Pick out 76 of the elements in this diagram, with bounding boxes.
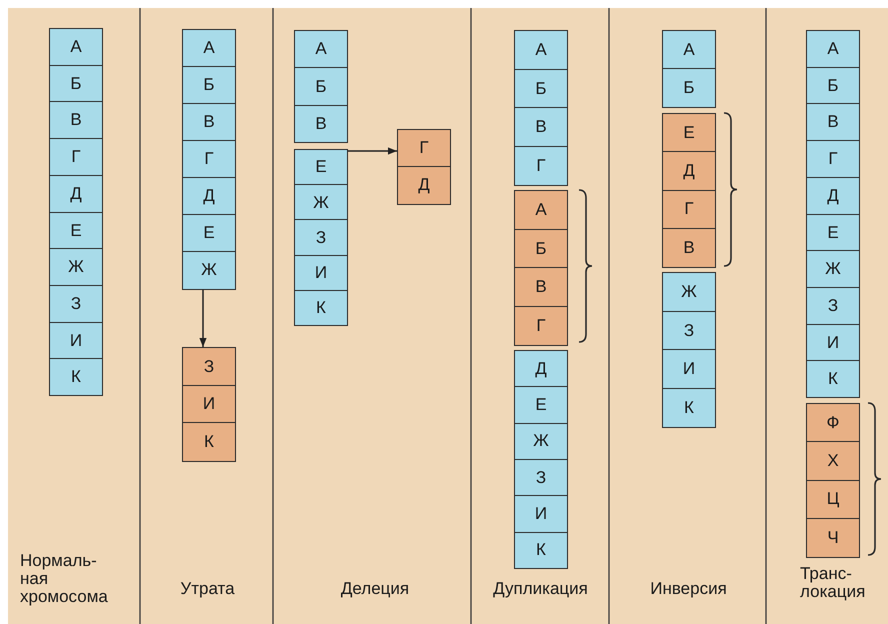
gene-segment: З xyxy=(662,310,716,350)
gene-segment: В xyxy=(662,228,716,268)
column-caption: Делеция xyxy=(340,580,410,598)
gene-segment: К xyxy=(514,532,568,570)
gene-segment: И xyxy=(806,324,860,362)
gene-segment: Г xyxy=(662,190,716,230)
gene-segment: В xyxy=(514,107,568,147)
gene-segment: К xyxy=(806,360,860,398)
gene-segment: Б xyxy=(514,228,568,268)
gene-segment: Ж xyxy=(182,251,236,290)
gene-segment: З xyxy=(182,347,236,386)
gene-segment: Д xyxy=(49,174,103,213)
gene-segment: А xyxy=(49,28,103,66)
gene-segment: А xyxy=(514,190,568,230)
gene-segment: А xyxy=(182,29,236,68)
gene-segment: К xyxy=(49,358,103,396)
gene-segment: Е xyxy=(182,214,236,252)
gene-segment: Д xyxy=(397,166,451,204)
gene-segment: Б xyxy=(49,64,103,103)
gene-segment: Б xyxy=(182,66,236,104)
gene-segment: З xyxy=(806,286,860,326)
gene-segment: И xyxy=(294,254,348,292)
column-caption: Утрата xyxy=(179,580,236,598)
gene-segment: З xyxy=(294,219,348,256)
gene-segment: Ж xyxy=(49,248,103,286)
gene-segment: Ч xyxy=(806,518,860,558)
gene-segment: Д xyxy=(662,151,716,192)
gene-segment: А xyxy=(294,30,348,69)
gene-segment: Е xyxy=(514,386,568,424)
gene-segment: З xyxy=(49,284,103,324)
arrow xyxy=(348,147,397,155)
gene-segment: Д xyxy=(806,176,860,215)
gene-segment: Е xyxy=(662,113,716,153)
gene-segment: К xyxy=(662,388,716,428)
gene-segment: И xyxy=(514,495,568,533)
gene-segment: Е xyxy=(49,212,103,250)
gene-segment: А xyxy=(662,30,716,70)
gene-segment: В xyxy=(182,103,236,142)
gene-segment: И xyxy=(182,384,236,424)
gene-segment: Е xyxy=(806,214,860,252)
gene-segment: Г xyxy=(397,129,451,168)
column-caption: Нормаль- ная хромосома xyxy=(20,552,109,606)
gene-segment: Г xyxy=(806,140,860,178)
gene-segment: Б xyxy=(662,68,716,108)
gene-segment: Ф xyxy=(806,403,860,443)
gene-segment: Г xyxy=(514,306,568,346)
gene-segment: Е xyxy=(294,149,348,186)
gene-segment: Б xyxy=(514,68,568,108)
gene-segment: Ж xyxy=(662,272,716,312)
gene-segment: Х xyxy=(806,441,860,482)
gene-segment: Ж xyxy=(514,422,568,460)
gene-segment: В xyxy=(49,101,103,140)
column-caption: Инверсия xyxy=(649,580,728,598)
gene-segment: В xyxy=(806,103,860,142)
column-caption: Дупликация xyxy=(492,580,589,598)
gene-segment: Г xyxy=(182,140,236,178)
gene-segment: И xyxy=(49,322,103,360)
gene-segment: Ж xyxy=(294,184,348,221)
gene-segment: Б xyxy=(806,66,860,105)
gene-segment: Г xyxy=(49,138,103,176)
gene-segment: Д xyxy=(514,350,568,388)
gene-segment: К xyxy=(294,290,348,326)
gene-segment: А xyxy=(514,30,568,70)
column-caption: Транс- локация xyxy=(800,565,866,601)
gene-segment: Г xyxy=(514,146,568,186)
gene-segment: В xyxy=(514,267,568,307)
gene-segment: И xyxy=(662,349,716,389)
gene-segment: Б xyxy=(294,67,348,106)
gene-segment: К xyxy=(182,422,236,462)
gene-segment: Ж xyxy=(806,250,860,288)
gene-segment: Д xyxy=(182,177,236,216)
arrow xyxy=(199,290,207,347)
gene-segment: А xyxy=(806,30,860,68)
gene-segment: З xyxy=(514,458,568,497)
gene-segment: Ц xyxy=(806,480,860,520)
gene-segment: В xyxy=(294,104,348,144)
